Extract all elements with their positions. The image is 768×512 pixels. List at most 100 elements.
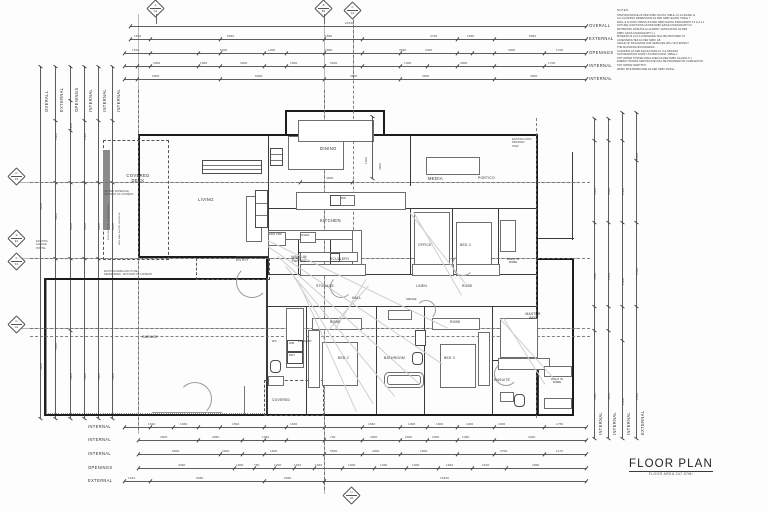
marker-bottom-label: D1 [14, 177, 19, 182]
dim-value: 2060 [212, 434, 220, 439]
dim-value: 5840 [529, 33, 537, 38]
room-label-laundry: LAUNDRY [298, 339, 313, 343]
partition-bed4-east [498, 208, 500, 274]
notes-heading: NOTES: [617, 8, 630, 12]
dim-value: 1000 [408, 421, 416, 426]
door-swing-arc [330, 276, 352, 298]
dim-value: 21530 [345, 20, 355, 25]
dim-value: 1510 [134, 33, 142, 38]
dim-value: 3600 [530, 73, 538, 78]
marker-divider [11, 176, 22, 178]
partition-bathroom-east [424, 306, 426, 414]
dim-value: 2550 [634, 267, 639, 275]
dim-value: 3400 [592, 187, 597, 195]
dim-value: 1200 [68, 122, 73, 130]
partition-garage-east [266, 278, 268, 414]
centreline-vertical [536, 118, 537, 418]
dim-value: 6280 [196, 475, 204, 480]
wc-basin [268, 376, 284, 386]
dim-chain-internal-bottom-a [124, 427, 586, 428]
window-kitchen-upper [270, 148, 283, 166]
exterior-wall-living-south [138, 256, 268, 258]
dim-value: 3600 [508, 47, 516, 52]
door-swing-arc [178, 382, 212, 416]
partition-hall-north [268, 274, 538, 276]
room-label-bed-4: BED 4 [460, 243, 471, 247]
dim-value-interior: 4500 [326, 176, 334, 180]
dim-value-interior: 1000 [364, 156, 368, 164]
section-marker-a[interactable]: A A1 [146, 0, 165, 18]
ensuite-toilet [514, 394, 525, 407]
window-living-west [255, 190, 268, 228]
exterior-wall-dining-bump-left [285, 110, 287, 136]
dim-value: 2500 [634, 152, 639, 160]
section-marker-f[interactable]: F F1 [7, 252, 26, 271]
dim-chain-internal-bottom-c [138, 454, 586, 455]
portico-wall-north [538, 238, 574, 240]
dim-value: 1400 [412, 462, 420, 467]
room-label-robe-bed2: ROBE [330, 320, 341, 324]
covered-deck-text: COVERED DECK [126, 173, 150, 184]
dim-value: 5500 [330, 448, 338, 453]
section-marker-c[interactable]: C C1 [343, 1, 362, 20]
section-marker-e[interactable]: E E1 [7, 229, 26, 248]
centreline-vertical [324, 90, 325, 490]
fridge-label: FRG FRZ [269, 232, 282, 236]
dim-row-label-internal: INTERNAL [589, 63, 613, 68]
section-marker-h[interactable]: H H1 [342, 486, 361, 505]
note-line: MINIMUM 20 LUX ILLUMINANCE WILL BE PROVI… [617, 35, 686, 39]
dim-value: 1500 [420, 448, 428, 453]
section-marker-stem [323, 14, 325, 24]
dim-value: 6000 [82, 222, 87, 230]
section-marker-b[interactable]: B B1 [314, 0, 333, 18]
exterior-wall-west-upper [138, 134, 140, 258]
dryer-label: DRY [289, 353, 296, 357]
note-line: THE ADJOINING BOUNDARIES [617, 46, 655, 50]
existing-driveway-note: EXISTING CONC DRIVEWAY STEP [512, 138, 532, 148]
existing-dwelling-note: EXISTING DWELLING TO BE DEMOLISHED - NOT… [104, 270, 153, 277]
room-label-scullery: SCULLERY [330, 257, 350, 261]
dim-row-label-internal: INTERNAL [611, 411, 617, 435]
partition-storage-west [268, 232, 270, 274]
dim-row-label-external: EXTERNAL [639, 410, 645, 435]
dim-value: 1460 [462, 434, 470, 439]
section-marker-g[interactable]: G G1 [7, 315, 26, 334]
dim-chain-internal-top-a [124, 66, 586, 67]
dim-chain-internal-top-b [124, 79, 586, 80]
door-swing-arc [452, 254, 474, 276]
note-line: SLIP RESISTANT ENTRY AS PER D1/AS1 TABLE… [617, 53, 678, 57]
marker-top-label: H [350, 489, 353, 494]
note-line: HOT WATER TEMP 55°C [617, 64, 647, 68]
dim-value: 3600 [422, 73, 430, 78]
walkin-robe-shelf [544, 366, 572, 377]
portico-wall-east [572, 152, 574, 240]
dim-value: 1600 [270, 448, 278, 453]
dim-row-label-internal: INTERNAL [88, 437, 112, 442]
room-label-covered-deck: COVERED DECK [110, 173, 166, 184]
dim-value: 1500 [232, 421, 240, 426]
dim-value: 2000 [370, 434, 378, 439]
dim-value: 1590 [467, 33, 475, 38]
room-label-portico: PORTICO [478, 176, 495, 180]
marker-bottom-label: C1 [350, 11, 355, 16]
dim-value: 1290 [380, 462, 388, 467]
marker-top-label: A [154, 2, 157, 7]
notes-block: NOTES: STEP ENTRANCE AS PER NZBC D1/AS1 … [617, 8, 765, 71]
marker-top-label: E [15, 232, 18, 237]
dim-value: 3630 [330, 60, 338, 65]
marker-divider [346, 495, 357, 497]
note-line: ACCESSROUTES AS PER NZBC G8 [617, 38, 661, 42]
title-rule [629, 470, 713, 472]
dim-row-label-openings: OPENINGS [589, 50, 614, 55]
washer-label: WM [289, 341, 295, 345]
section-marker-d[interactable]: D D1 [7, 167, 26, 186]
dim-row-label-external: EXTERNAL [58, 87, 64, 112]
exterior-wall-ensuite-south [536, 414, 574, 416]
note-line: ALL FLASHING DIMENSIONS AS PER NZBC E2/A… [617, 17, 691, 21]
dim-value: 3400 [592, 392, 597, 400]
dim-row-label-internal: INTERNAL [115, 88, 121, 112]
dim-interior-dining-v [372, 116, 373, 178]
dishwasher-unit [340, 195, 355, 206]
dim-value: 700 [330, 434, 336, 439]
door-swing-arc [416, 300, 436, 320]
